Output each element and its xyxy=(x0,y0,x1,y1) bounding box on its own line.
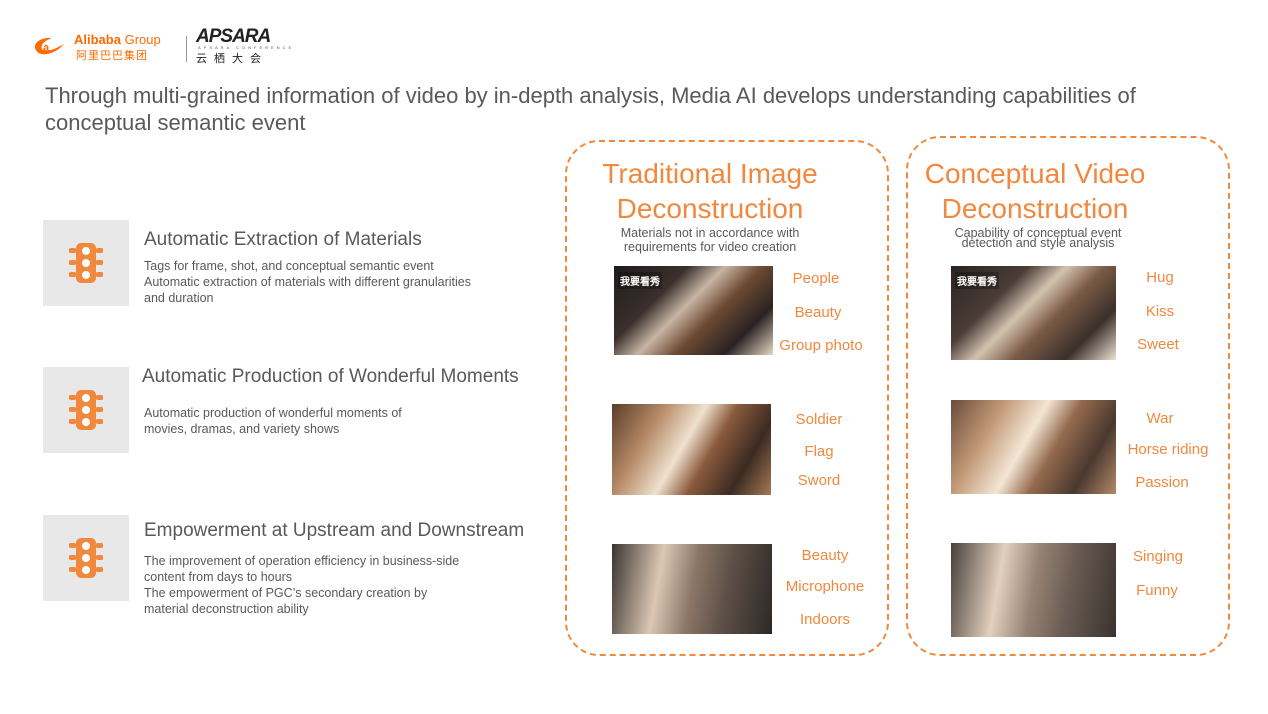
feature-title: Empowerment at Upstream and Downstream xyxy=(144,520,525,541)
apsara-wordmark: APSARA xyxy=(196,26,271,47)
tag-label: Flag xyxy=(804,443,834,460)
apsara-subtitle: APSARA CONFERENCE xyxy=(198,45,295,50)
alibaba-group-logo: a Alibaba Group 阿里巴巴集团 xyxy=(30,30,180,64)
tag-label: Singing xyxy=(1132,548,1184,565)
tag-label: Passion xyxy=(1135,474,1189,491)
tag-label: Group photo xyxy=(779,337,863,354)
tag-label: Hug xyxy=(1146,269,1174,286)
tag-label: Microphone xyxy=(785,578,865,595)
feature-title: Automatic Extraction of Materials xyxy=(144,229,422,250)
traditional-panel-title-line1: Traditional Image xyxy=(602,158,818,189)
video-thumbnail-hug: 我要看秀 xyxy=(951,266,1116,360)
feature-icon-box xyxy=(43,367,129,453)
video-thumbnail-singing xyxy=(951,543,1116,637)
alibaba-chinese-name: 阿里巴巴集团 xyxy=(76,50,148,62)
video-thumbnail-microphone xyxy=(612,544,772,634)
logo-divider xyxy=(186,36,187,62)
svg-text:a: a xyxy=(43,42,50,54)
feature-title: Automatic Production of Wonderful Moment… xyxy=(142,366,519,387)
tag-label: War xyxy=(1146,410,1174,427)
conceptual-panel-subtitle-line1: Capability of conceptual event xyxy=(954,226,1122,240)
alibaba-mark-icon: a xyxy=(34,37,64,55)
tag-label: Sweet xyxy=(1137,336,1179,353)
traditional-panel-subtitle-line1: Materials not in accordance with xyxy=(620,226,800,240)
tag-label: Horse riding xyxy=(1127,441,1209,458)
tag-label: Beauty xyxy=(801,547,849,564)
tag-label: Indoors xyxy=(799,611,851,628)
video-thumbnail-group-photo: 我要看秀 xyxy=(614,266,773,355)
traditional-panel-subtitle-line2: requirements for video creation xyxy=(623,240,797,254)
traffic-light-icon xyxy=(69,243,103,283)
feature-description: Automatic production of wonderful moment… xyxy=(144,406,402,436)
conceptual-deconstruction-panel xyxy=(906,136,1230,656)
traditional-panel-title-line2: Deconstruction xyxy=(616,193,804,224)
page-title: Through multi-grained information of vid… xyxy=(45,83,1136,135)
feature-description: The improvement of operation efficiency … xyxy=(144,554,460,616)
tag-label: Kiss xyxy=(1145,303,1175,320)
tag-label: Beauty xyxy=(794,304,842,321)
video-thumbnail-war xyxy=(951,400,1116,494)
feature-description: Tags for frame, shot, and conceptual sem… xyxy=(144,259,472,305)
video-thumbnail-soldier xyxy=(612,404,771,495)
alibaba-wordmark: Alibaba Group xyxy=(74,32,161,47)
traditional-deconstruction-panel xyxy=(565,140,889,656)
tag-label: Funny xyxy=(1136,582,1178,599)
traffic-light-icon xyxy=(69,538,103,578)
tag-label: Soldier xyxy=(795,411,843,428)
conceptual-panel-title-line1: Conceptual Video xyxy=(924,158,1146,189)
conceptual-panel-subtitle-line2: detection and style analysis xyxy=(961,236,1115,250)
tag-label: People xyxy=(792,270,840,287)
tag-label: Sword xyxy=(797,472,841,489)
feature-icon-box xyxy=(43,220,129,306)
apsara-chinese-name: 云栖大会 xyxy=(196,53,268,65)
conceptual-panel-title-line2: Deconstruction xyxy=(941,193,1129,224)
feature-icon-box xyxy=(43,515,129,601)
traffic-light-icon xyxy=(69,390,103,430)
apsara-conference-logo: APSARA APSARA CONFERENCE 云栖大会 xyxy=(196,26,296,66)
